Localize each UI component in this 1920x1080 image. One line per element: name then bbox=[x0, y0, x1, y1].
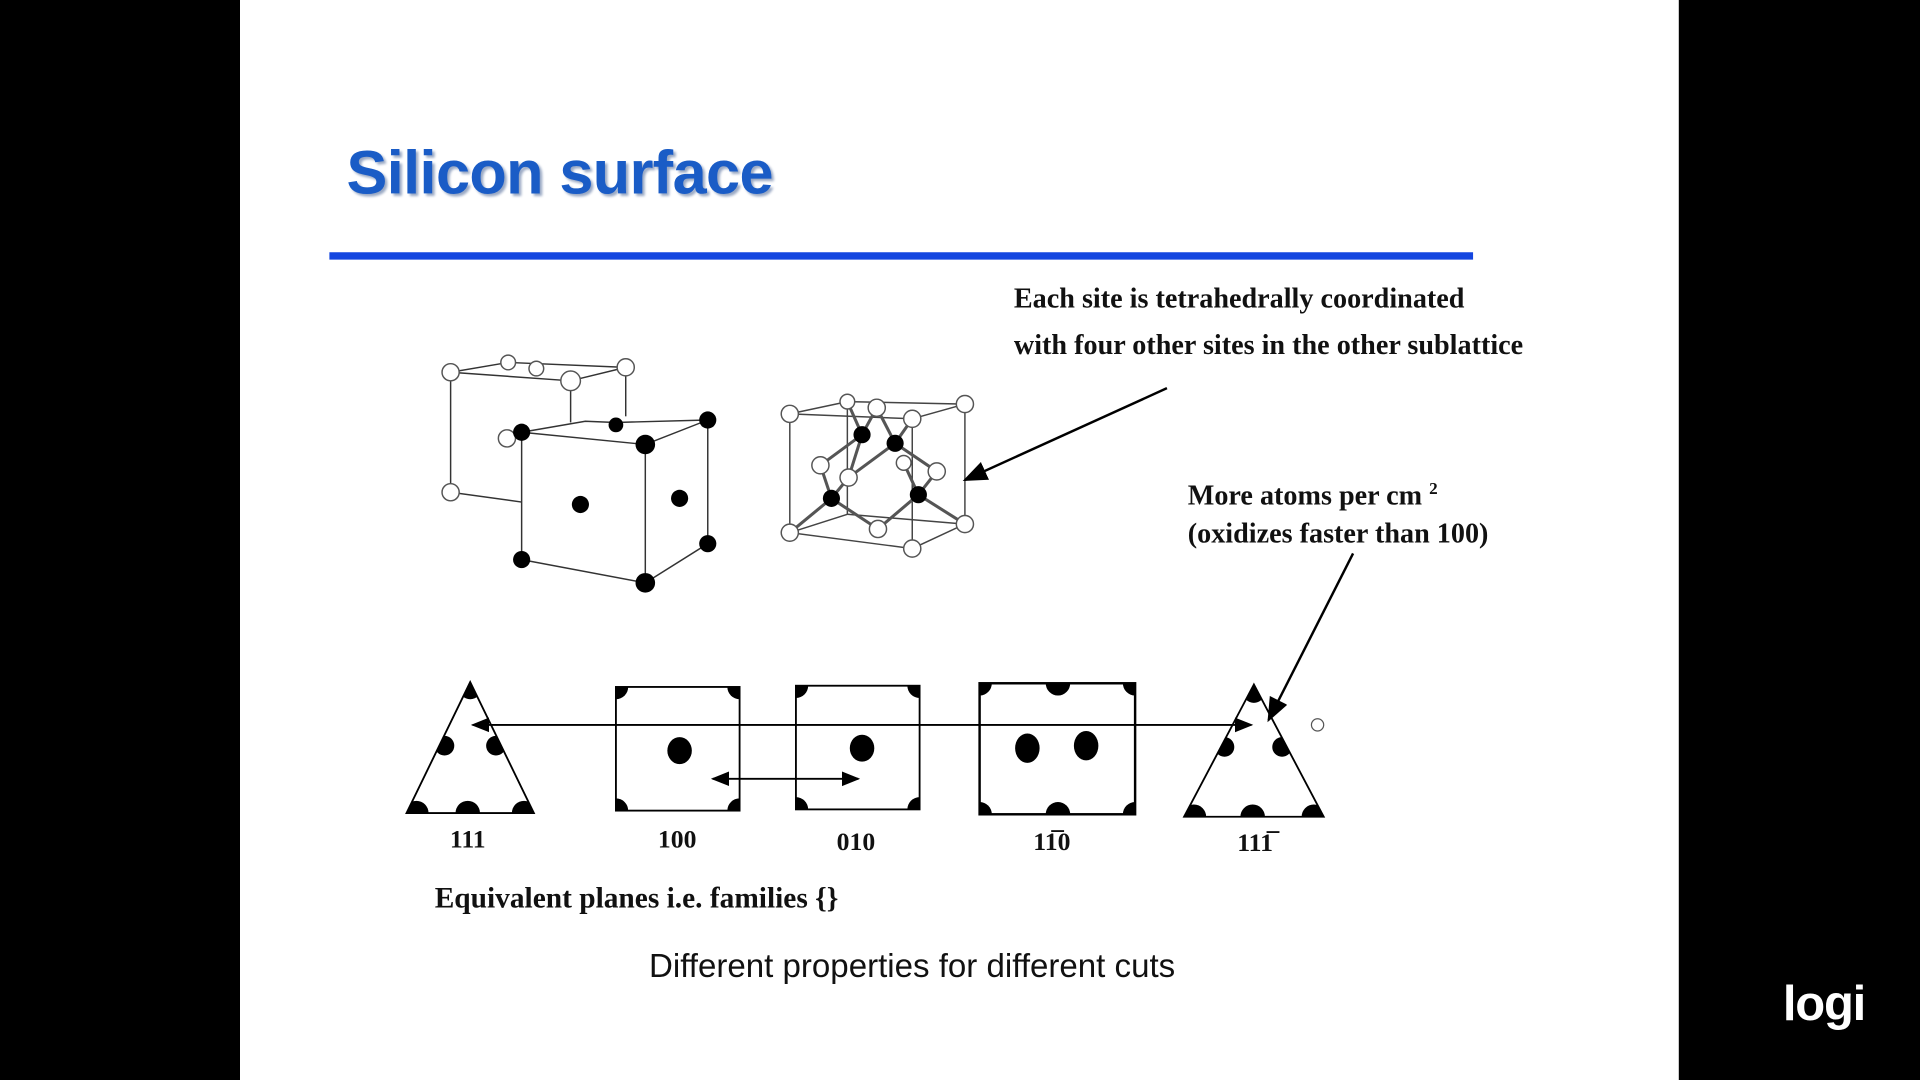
diamond-lattice-diagram bbox=[780, 393, 975, 558]
tetrahedral-annotation-line-1: Each site is tetrahedrally coordinated bbox=[1013, 282, 1465, 314]
plane-label-111: 111 bbox=[449, 824, 486, 854]
plane-111 bbox=[406, 682, 534, 814]
tetrahedral-pointer-arrow bbox=[962, 387, 1168, 482]
plane-11-1 bbox=[1184, 684, 1324, 817]
plane-label-010: 010 bbox=[836, 826, 876, 856]
atoms-annotation-line-2: (oxidizes faster than 100) bbox=[1187, 517, 1489, 549]
plane-1-10 bbox=[979, 683, 1136, 815]
slide-figures bbox=[329, 252, 1474, 818]
plane-label-100: 100 bbox=[657, 824, 697, 854]
slide-title: Silicon surface bbox=[346, 138, 774, 207]
atoms-pointer-arrow bbox=[1267, 552, 1355, 723]
superscript-2: 2 bbox=[1429, 480, 1438, 499]
plane-100 bbox=[615, 686, 740, 811]
equivalent-planes-note: Equivalent planes i.e. families {} bbox=[434, 882, 839, 915]
slide: Silicon surface Each site is tetrahedral… bbox=[240, 0, 1679, 1080]
logi-webcam-logo: logi bbox=[1782, 977, 1866, 1032]
fcc-cubes-diagram bbox=[441, 354, 717, 593]
plane-label-1-10: 11̅0 bbox=[1033, 826, 1071, 856]
plane-010 bbox=[795, 685, 920, 810]
atoms-annotation-line-1: More atoms per cm 2 bbox=[1188, 480, 1438, 512]
tetrahedral-annotation-line-2: with four other sites in the other subla… bbox=[1013, 329, 1524, 361]
atoms-annotation-text: More atoms per cm bbox=[1187, 480, 1423, 511]
slide-caption: Different properties for different cuts bbox=[648, 947, 1176, 985]
plane-label-11-1: 111̅ bbox=[1237, 827, 1273, 858]
hand-cursor-icon bbox=[1310, 718, 1325, 732]
